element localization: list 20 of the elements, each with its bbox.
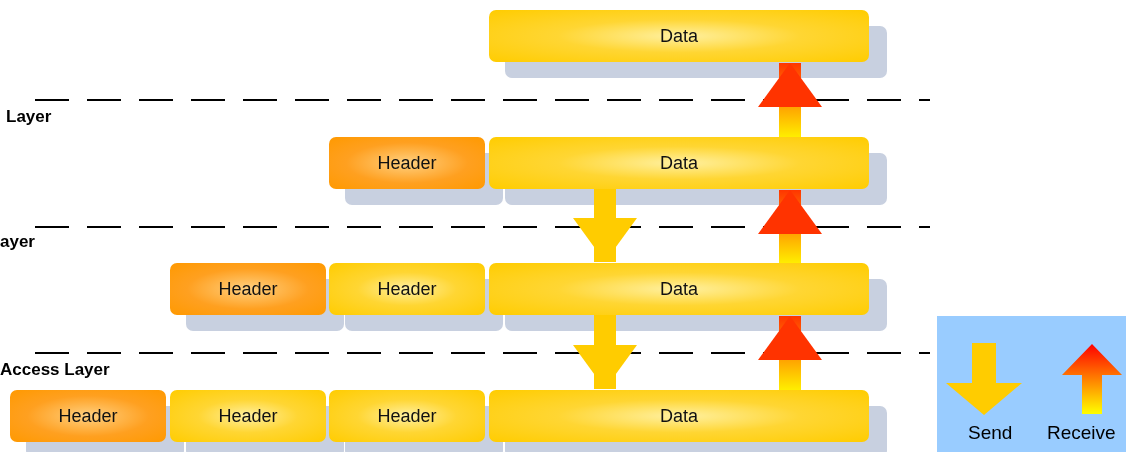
receive-arrow [758, 190, 822, 263]
data-block: Header [329, 390, 485, 442]
legend-label: Receive [1047, 422, 1116, 444]
receive-arrow [758, 63, 822, 137]
data-block: Data [489, 263, 869, 315]
data-block: Data [489, 10, 869, 62]
data-block: Header [170, 390, 326, 442]
layer-label: Access Layer [0, 360, 110, 380]
send-arrow [573, 189, 637, 262]
data-block: Data [489, 390, 869, 442]
header-block: Header [10, 390, 166, 442]
receive-arrow [758, 316, 822, 390]
data-block: Data [489, 137, 869, 189]
data-block: Header [329, 263, 485, 315]
header-block: Header [329, 137, 485, 189]
send-arrow [573, 315, 637, 389]
layer-label: ayer [0, 232, 35, 252]
header-block: Header [170, 263, 326, 315]
layer-label: Layer [6, 107, 52, 127]
legend-label: Send [968, 422, 1013, 444]
